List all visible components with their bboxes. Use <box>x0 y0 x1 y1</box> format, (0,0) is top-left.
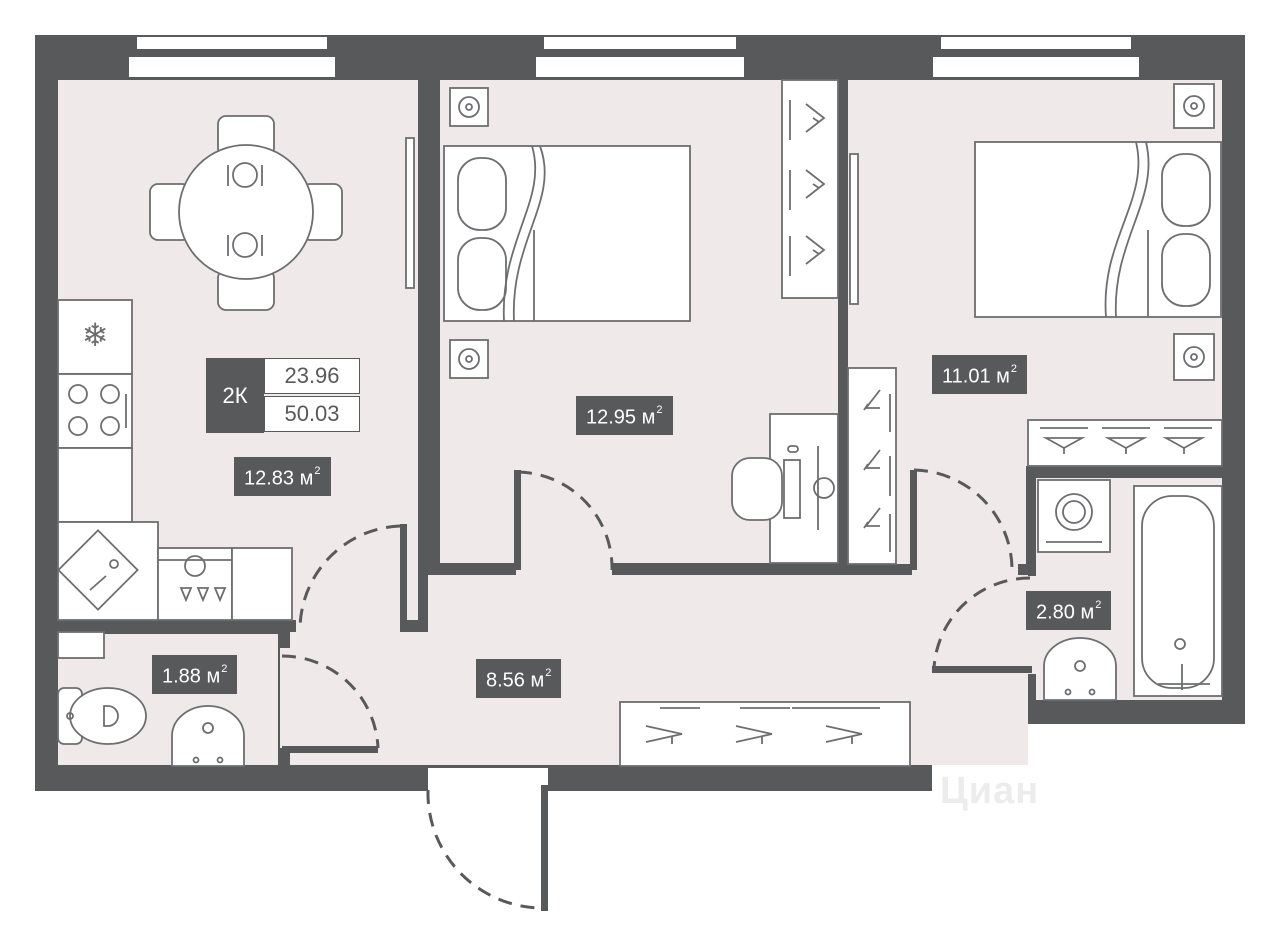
window-bedroom-2-sill <box>931 55 1141 79</box>
wc-door-opening <box>280 648 380 748</box>
wc-door-leaf <box>282 746 378 753</box>
wardrobe-1 <box>781 79 839 299</box>
hallway-area-label: 8.56 м2 <box>476 659 562 698</box>
hanger-icon <box>805 169 826 199</box>
toilet <box>57 687 147 745</box>
kitchen-radiator <box>405 137 415 289</box>
bathroom-area-exp: 2 <box>1095 599 1102 611</box>
kitchen-counter: ❄ <box>57 299 293 621</box>
wc-area-unit: м <box>206 665 221 688</box>
bath-door-leaf <box>932 666 1032 673</box>
washing-machine <box>1037 479 1111 553</box>
bedroom-2-area-label: 11.01 м2 <box>932 355 1028 394</box>
hanger-icon <box>805 235 826 265</box>
kitchen-area-label: 12.83 м2 <box>234 457 331 496</box>
hallway-wardrobe <box>619 701 911 767</box>
kitchen-area-unit: м <box>299 467 314 490</box>
hallway-area-exp: 2 <box>545 667 552 679</box>
hanger-icon <box>863 389 881 411</box>
bedroom-1-area-unit: м <box>641 406 656 429</box>
window-bedroom-1-sill <box>534 55 746 79</box>
watermark: Циан <box>940 770 1040 812</box>
bath-door-swing <box>932 576 1031 669</box>
bedroom-2-area-unit: м <box>996 365 1010 388</box>
desk <box>731 413 839 564</box>
bath-sink <box>1043 637 1117 701</box>
dishwasher-icon <box>179 587 227 603</box>
hanger-icon <box>1042 437 1086 454</box>
bedroom-2-radiator <box>849 153 859 305</box>
hanger-icon <box>645 725 683 744</box>
bedroom-2-door-swing <box>913 468 1014 569</box>
window-kitchen-sill <box>127 55 337 79</box>
bathroom-area-value: 2.80 <box>1036 601 1075 624</box>
bedroom-2-area-value: 11.01 <box>942 365 991 388</box>
bedroom-1-area-value: 12.95 <box>586 406 637 429</box>
kitchen-door-leaf <box>400 524 407 628</box>
window-kitchen <box>135 35 329 51</box>
hallway-area-unit: м <box>530 669 545 692</box>
total-area-value: 50.03 <box>264 396 360 432</box>
wc-area-exp: 2 <box>221 663 228 675</box>
kitchen-area-exp: 2 <box>314 465 321 477</box>
bedroom-1-door-swing <box>517 470 614 571</box>
hanger-icon <box>735 725 773 744</box>
wardrobe-2 <box>847 367 897 565</box>
window-bedroom-1 <box>542 35 738 51</box>
bathroom-area-unit: м <box>1080 601 1095 624</box>
bathtub <box>1133 485 1223 697</box>
wc-sink <box>171 705 245 767</box>
living-area-value: 23.96 <box>264 358 360 394</box>
bedroom-2-door-leaf <box>910 470 917 570</box>
wardrobe-3 <box>1027 419 1223 467</box>
bathroom-area-label: 2.80 м2 <box>1026 591 1112 630</box>
dining-table <box>149 115 343 311</box>
hanger-icon <box>1104 437 1148 454</box>
apartment-summary: 2К 23.96 50.03 <box>206 358 360 433</box>
hanger-icon <box>863 449 881 471</box>
hallway-area-value: 8.56 <box>486 669 525 692</box>
bedroom-2-area-exp: 2 <box>1010 363 1018 375</box>
hallway-right-floor <box>932 578 1032 674</box>
entrance-door-swing <box>426 789 542 910</box>
bedroom-1-area-exp: 2 <box>656 404 663 416</box>
wc-area-value: 1.88 <box>162 665 201 688</box>
bed-1 <box>443 145 691 322</box>
entrance-door-leaf <box>541 785 548 911</box>
snowflake-icon: ❄ <box>82 316 109 354</box>
wc-door-swing <box>281 654 380 749</box>
hanger-icon <box>825 725 863 744</box>
kitchen-door-opening <box>296 524 400 632</box>
bedroom-1-door-leaf <box>514 470 521 570</box>
kitchen-area-value: 12.83 <box>244 467 295 490</box>
hanger-icon <box>863 507 881 529</box>
kitchen-door-swing <box>298 524 401 629</box>
bedroom-1-area-label: 12.95 м2 <box>576 396 673 435</box>
window-bedroom-2 <box>939 35 1133 51</box>
rooms-count-label: 2К <box>206 358 264 433</box>
wc-shelf <box>57 631 105 659</box>
hanger-icon <box>805 103 826 133</box>
hanger-icon <box>1162 437 1206 454</box>
wc-area-label: 1.88 м2 <box>152 655 238 694</box>
entrance-opening <box>428 768 548 798</box>
bed-2 <box>974 141 1222 318</box>
outlet-icon <box>449 83 1215 381</box>
